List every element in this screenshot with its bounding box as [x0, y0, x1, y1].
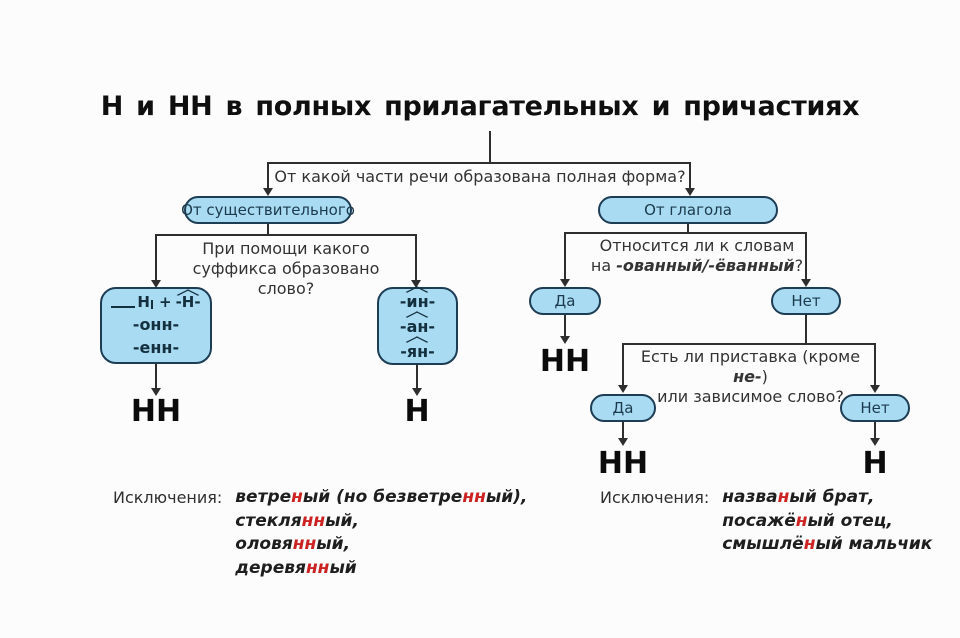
suffix-enn: -енн-: [132, 338, 180, 357]
node-from-noun: От существительного: [181, 196, 355, 224]
exceptions-verb-label: Исключения:: [600, 488, 710, 507]
exception-item: деревянный: [235, 557, 357, 578]
connector-nnbox-result: [155, 364, 157, 389]
node-from-noun-label: От существительного: [181, 201, 355, 219]
arrow-down-icon: [263, 188, 273, 196]
node-no-1-label: Нет: [791, 292, 821, 310]
connector-nbox-result: [416, 365, 418, 389]
arrow-down-icon: [870, 385, 880, 393]
node-suffix-n-box: -ин- -ан- -ян-: [377, 287, 458, 365]
arrow-down-icon: [685, 188, 695, 196]
suffix-n: -Н-: [175, 293, 201, 311]
connector-root-right: [689, 162, 691, 189]
connector-root-left: [267, 162, 269, 189]
exceptions-noun-block: Исключения: ветреный (но безветренный), …: [113, 486, 527, 580]
suffix-an: -ан-: [400, 314, 435, 339]
connector-verb-bracket2: [622, 343, 876, 345]
suffix-yan: -ян-: [400, 339, 435, 364]
connector-title-stub: [489, 131, 491, 163]
arrow-down-icon: [151, 388, 161, 396]
stem-end-mark-icon: [150, 300, 153, 309]
exception-item: оловянный,: [235, 534, 351, 554]
question-ovanny-line1: Относится ли к словам: [599, 236, 795, 255]
connector-verb1-left: [564, 232, 566, 280]
exception-item: ветреный (но безветренный),: [235, 487, 528, 507]
node-from-verb-label: От глагола: [644, 201, 732, 219]
connector-no2-result: [874, 422, 876, 439]
exception-item: названый брат,: [722, 487, 875, 507]
node-no-2-label: Нет: [860, 399, 890, 417]
arrow-down-icon: [412, 388, 422, 396]
arrow-down-icon: [618, 385, 628, 393]
stem-blank-line: [111, 304, 136, 308]
arrow-down-icon: [801, 279, 811, 287]
arrow-down-icon: [618, 438, 628, 446]
connector-yes2-result: [622, 422, 624, 439]
connector-no1-stub: [805, 315, 807, 344]
result-n-verb: Н: [862, 446, 888, 481]
connector-noun-bracket: [155, 234, 417, 236]
connector-noun-left: [155, 234, 157, 280]
question-ovanny-line2: на -ованный/-ёванный?: [590, 256, 804, 275]
question-prefix-line2: или зависимое слово?: [657, 387, 844, 406]
result-n-noun: Н: [404, 394, 430, 429]
node-suffix-nn-box: Н + -Н- -онн- -енн-: [100, 287, 212, 364]
node-no-2: Нет: [840, 394, 910, 422]
arrow-down-icon: [151, 280, 161, 288]
result-nn-prefix: НН: [597, 446, 649, 481]
plus-sign: +: [158, 293, 172, 311]
connector-yes1-result: [564, 315, 566, 337]
question-part-of-speech: От какой части речи образована полная фо…: [274, 167, 686, 186]
question-which-suffix-line2: суффикса образовано слово?: [192, 259, 380, 298]
question-prefix: Есть ли приставка (кроме не-) или зависи…: [628, 347, 873, 407]
connector-verb1-right: [805, 232, 807, 280]
connector-verb2-left: [622, 343, 624, 386]
exceptions-noun-words: ветреный (но безветренный), стеклянный, …: [235, 486, 527, 580]
exception-item: стеклянный,: [235, 510, 359, 531]
question-ovanny: Относится ли к словам на -ованный/-ёванн…: [577, 236, 817, 276]
arrow-down-icon: [411, 280, 421, 288]
diagram-title: Н и НН в полных прилагательных и причаст…: [100, 91, 860, 122]
connector-noun-stub: [267, 224, 269, 235]
node-yes-1-label: Да: [554, 292, 576, 310]
node-yes-2: Да: [590, 394, 656, 422]
exception-item: смышлёный мальчик: [722, 534, 933, 554]
arrow-down-icon: [560, 279, 570, 287]
suffix-in: -ин-: [400, 289, 436, 314]
arrow-down-icon: [870, 438, 880, 446]
stem-plus-suffix-row: Н + -Н-: [111, 292, 201, 312]
node-yes-2-label: Да: [612, 399, 634, 417]
arrow-down-icon: [560, 336, 570, 344]
stem-letter: Н: [137, 293, 150, 311]
connector-root-bracket: [267, 162, 691, 164]
connector-verb-stub: [687, 224, 689, 234]
connector-verb2-right: [874, 343, 876, 386]
suffix-onn: -онн-: [132, 315, 180, 334]
exceptions-noun-label: Исключения:: [113, 488, 223, 507]
result-nn-ovanny: НН: [539, 344, 591, 379]
question-which-suffix: При помощи какого суффикса образовано сл…: [166, 239, 406, 299]
node-no-1: Нет: [771, 287, 841, 315]
connector-noun-right: [415, 234, 417, 280]
result-nn-noun: НН: [130, 394, 182, 429]
exceptions-verb-words: названый брат, посажёный отец, смышлёный…: [722, 486, 932, 557]
exception-item: посажёный отец,: [722, 510, 893, 531]
node-yes-1: Да: [529, 287, 601, 315]
node-from-verb: От глагола: [598, 196, 778, 224]
question-which-suffix-line1: При помощи какого: [202, 239, 370, 258]
question-prefix-line1: Есть ли приставка (кроме не-): [640, 347, 861, 386]
connector-verb-bracket1: [564, 232, 807, 234]
exceptions-verb-block: Исключения: названый брат, посажёный оте…: [600, 486, 932, 557]
